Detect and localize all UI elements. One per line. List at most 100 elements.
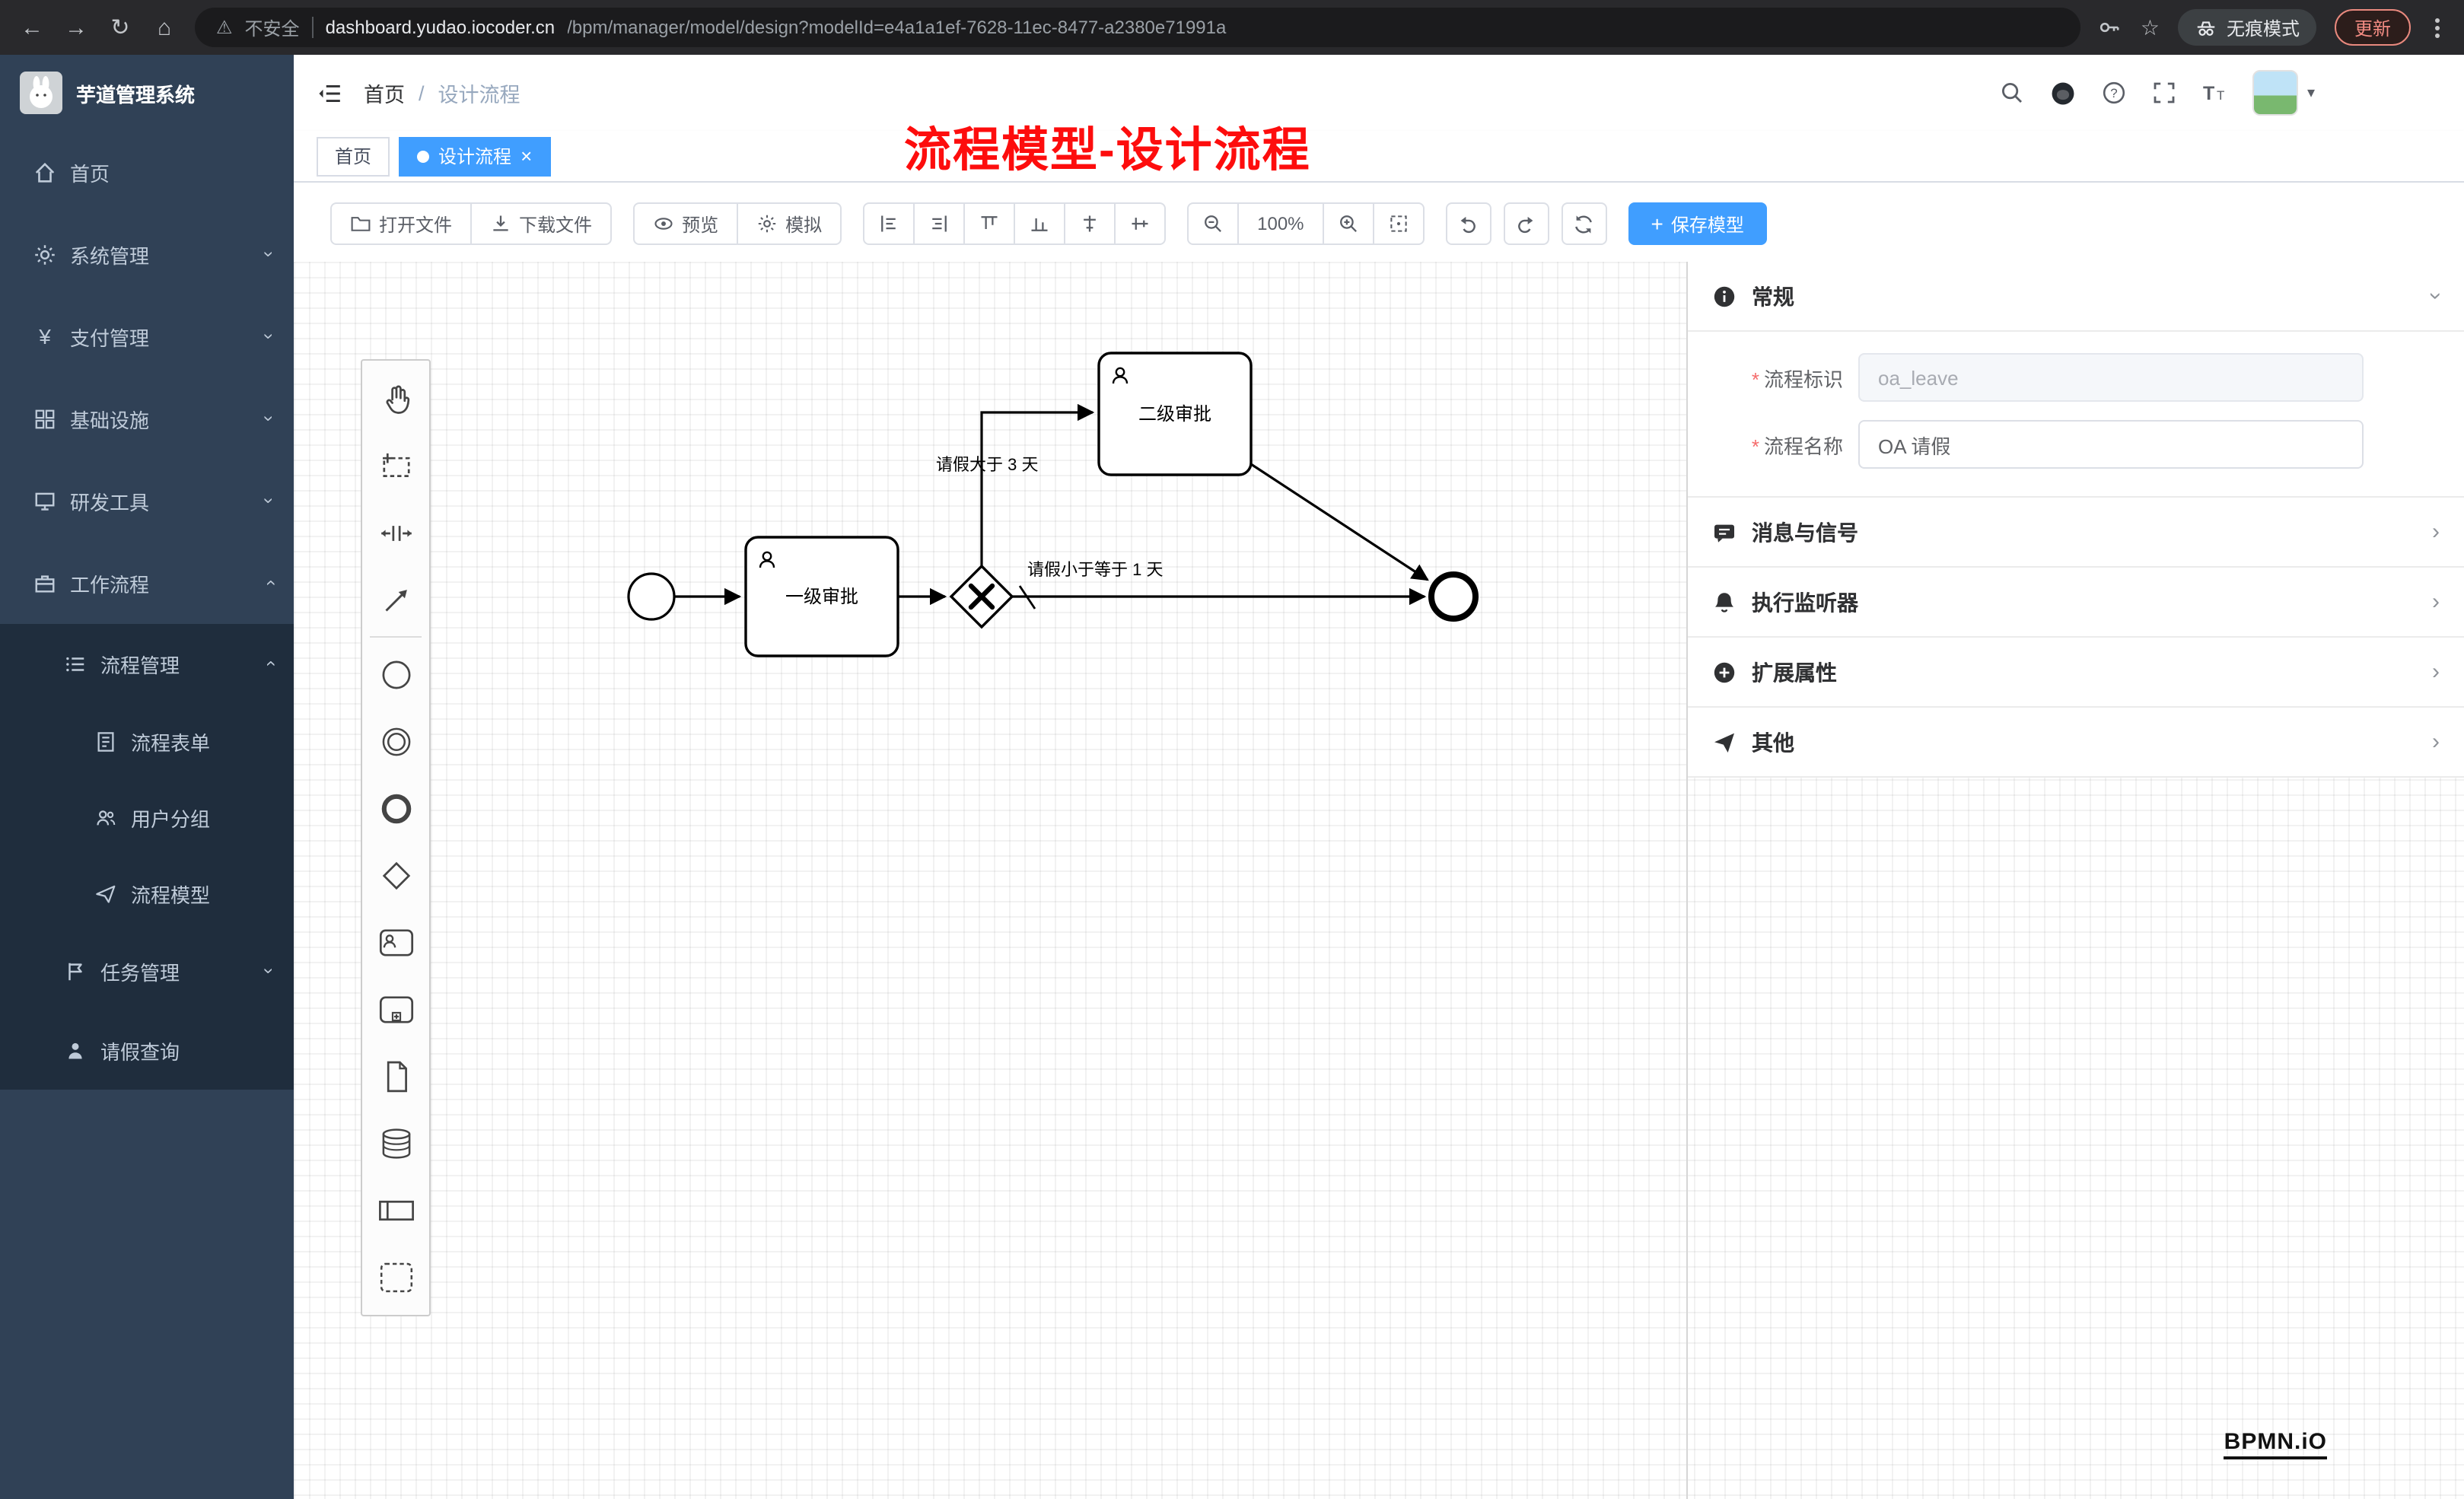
help-icon[interactable]: ? — [2102, 81, 2126, 105]
end-event-icon — [380, 793, 411, 823]
create-end-event[interactable] — [362, 775, 429, 842]
section-general[interactable]: 常规 › — [1688, 262, 2464, 332]
url-path[interactable]: /bpm/manager/model/design?modelId=e4a1a1… — [567, 17, 1227, 38]
sidebar-item-process-form[interactable]: 流程表单 — [0, 703, 294, 779]
browser-forward-icon[interactable]: → — [65, 14, 88, 40]
download-file-button[interactable]: 下载文件 — [470, 202, 613, 245]
browser-menu-icon[interactable] — [2435, 25, 2440, 30]
zoom-button-group: 100% — [1187, 202, 1425, 245]
zoom-in-button[interactable] — [1322, 202, 1374, 245]
align-top-button[interactable] — [963, 202, 1016, 245]
process-name-input[interactable] — [1858, 420, 2364, 469]
space-tool[interactable] — [362, 499, 429, 566]
close-icon[interactable]: × — [520, 145, 533, 167]
hand-tool[interactable] — [362, 365, 429, 432]
flow-gateway-to-task2[interactable] — [980, 403, 1095, 566]
sidebar-item-payment-management[interactable]: ¥ 支付管理 › — [0, 295, 294, 377]
sidebar-item-workflow[interactable]: 工作流程 › — [0, 542, 294, 624]
process-key-input[interactable] — [1858, 353, 2364, 402]
section-label: 其他 — [1752, 730, 1794, 754]
required-mark: * — [1751, 434, 1759, 457]
intermediate-event-icon — [381, 727, 410, 756]
sidebar-item-home[interactable]: 首页 — [0, 131, 294, 213]
tab-design-process[interactable]: 设计流程 × — [399, 136, 551, 176]
section-message-signal[interactable]: 消息与信号 › — [1688, 498, 2464, 568]
sidebar-item-system-management[interactable]: 系统管理 › — [0, 213, 294, 295]
url-host[interactable]: dashboard.yudao.iocoder.cn — [325, 17, 556, 38]
bpmn-palette — [361, 359, 431, 1316]
tab-home[interactable]: 首页 — [317, 136, 390, 176]
start-event[interactable] — [627, 572, 676, 621]
align-right-button[interactable] — [913, 202, 966, 245]
section-others[interactable]: 其他 › — [1688, 708, 2464, 778]
save-model-button[interactable]: + 保存模型 — [1628, 202, 1767, 245]
undo-button[interactable] — [1445, 202, 1491, 245]
user-menu[interactable]: ▾ — [2252, 70, 2315, 116]
create-data-object[interactable] — [362, 1042, 429, 1109]
breadcrumb-home[interactable]: 首页 — [364, 84, 405, 107]
zoom-reset-button[interactable] — [1372, 202, 1425, 245]
refresh-button[interactable] — [1561, 202, 1607, 245]
sequence-flows[interactable] — [674, 403, 1429, 609]
logo-avatar — [20, 72, 62, 114]
browser-reload-icon[interactable]: ↻ — [110, 14, 130, 40]
section-execution-listener[interactable]: 执行监听器 › — [1688, 568, 2464, 638]
align-bottom-button[interactable] — [1014, 202, 1066, 245]
sidebar-item-label: 任务管理 — [100, 961, 180, 984]
create-participant[interactable] — [362, 1176, 429, 1243]
user-task-level1[interactable]: 一级审批 — [744, 536, 899, 657]
create-gateway[interactable] — [362, 842, 429, 909]
create-group[interactable] — [362, 1243, 429, 1310]
create-data-store[interactable] — [362, 1109, 429, 1176]
app-logo[interactable]: 芋道管理系统 — [0, 55, 294, 131]
sidebar-item-process-model[interactable]: 流程模型 — [0, 855, 294, 931]
preview-button[interactable]: 预览 — [633, 202, 739, 245]
sidebar-item-process-management[interactable]: 流程管理 › — [0, 624, 294, 703]
address-bar[interactable]: ⚠ 不安全 dashboard.yudao.iocoder.cn/bpm/man… — [195, 8, 2081, 47]
create-user-task[interactable] — [362, 909, 429, 975]
zoom-out-button[interactable] — [1187, 202, 1240, 245]
search-icon[interactable] — [2000, 81, 2024, 105]
hamburger-icon[interactable] — [317, 80, 342, 106]
sidebar-item-task-management[interactable]: 任务管理 › — [0, 931, 294, 1010]
caret-down-icon: ▾ — [2306, 84, 2315, 101]
create-start-event[interactable] — [362, 641, 429, 708]
gear-icon — [758, 215, 776, 233]
align-center-vertical-button[interactable] — [1114, 202, 1167, 245]
create-subprocess[interactable] — [362, 975, 429, 1042]
key-icon[interactable] — [2098, 15, 2122, 40]
fullscreen-icon[interactable] — [2152, 81, 2176, 105]
end-event[interactable] — [1428, 571, 1479, 622]
sidebar-item-dev-tools[interactable]: 研发工具 › — [0, 460, 294, 542]
lasso-tool[interactable] — [362, 432, 429, 499]
sidebar-item-infrastructure[interactable]: 基础设施 › — [0, 377, 294, 460]
global-connect-tool[interactable] — [362, 566, 429, 633]
align-right-icon — [932, 215, 947, 232]
bookmark-star-icon[interactable]: ☆ — [2140, 14, 2160, 39]
align-center-horizontal-button[interactable] — [1064, 202, 1116, 245]
redo-button[interactable] — [1503, 202, 1549, 245]
simulate-button[interactable]: 模拟 — [737, 202, 842, 245]
tab-label: 首页 — [335, 146, 372, 167]
exclusive-gateway[interactable] — [949, 564, 1014, 629]
sidebar-item-leave-query[interactable]: 请假查询 — [0, 1010, 294, 1090]
bpmn-io-logo[interactable]: BPMN.iO — [2224, 1429, 2327, 1459]
condition-label-lte[interactable]: 请假小于等于 1 天 — [1027, 560, 1163, 579]
browser-update-button[interactable]: 更新 — [2334, 9, 2411, 46]
user-task-level2[interactable]: 二级审批 — [1097, 352, 1253, 476]
align-left-button[interactable] — [863, 202, 915, 245]
create-intermediate-event[interactable] — [362, 708, 429, 775]
sidebar-item-user-group[interactable]: 用户分组 — [0, 779, 294, 855]
github-icon[interactable] — [2050, 80, 2076, 106]
open-file-button[interactable]: 打开文件 — [330, 202, 473, 245]
section-extended-attributes[interactable]: 扩展属性 › — [1688, 638, 2464, 708]
security-label[interactable]: 不安全 — [244, 18, 300, 39]
browser-home-icon[interactable]: ⌂ — [157, 14, 172, 40]
zoom-level[interactable]: 100% — [1237, 202, 1324, 245]
user-avatar[interactable] — [2252, 70, 2298, 116]
browser-back-icon[interactable]: ← — [21, 14, 43, 40]
condition-label-gt[interactable]: 请假大于 3 天 — [936, 455, 1038, 474]
align-left-icon — [881, 215, 896, 232]
flow-task2-to-end[interactable] — [1250, 463, 1429, 581]
